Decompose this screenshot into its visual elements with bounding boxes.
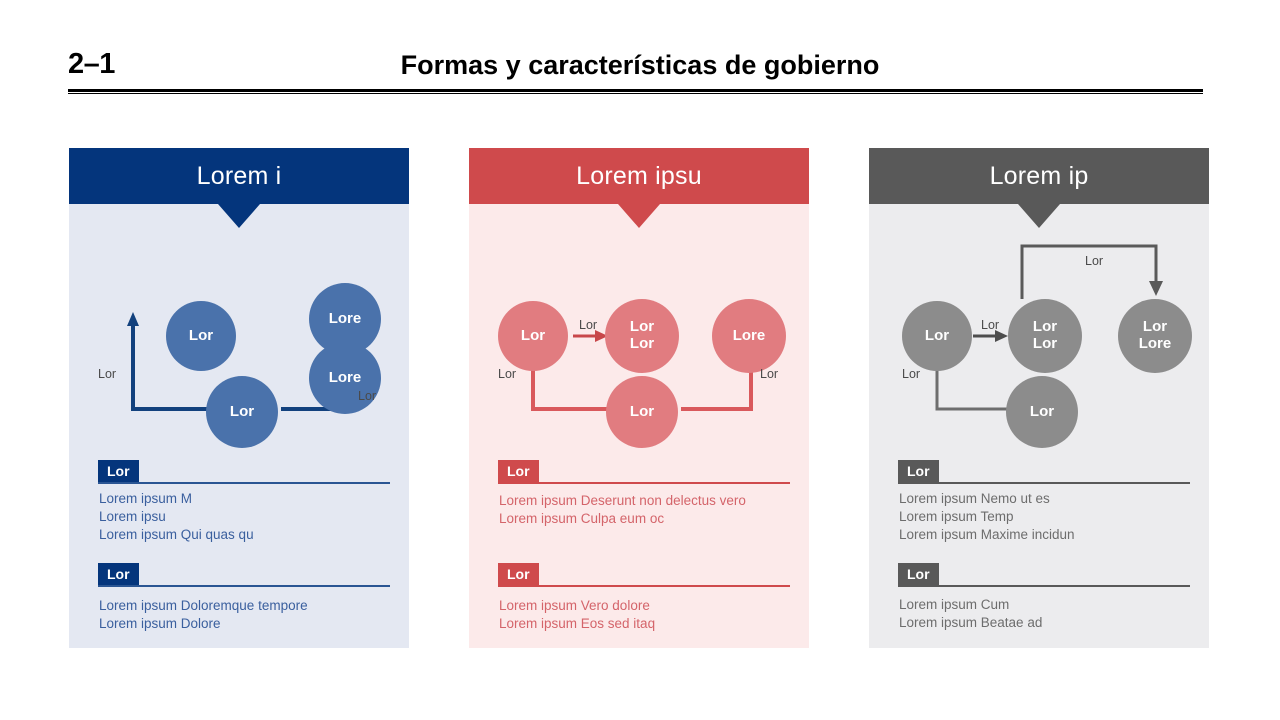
section-line: Lorem ipsum M xyxy=(99,491,193,506)
panel-red-notch-icon xyxy=(618,204,660,228)
edge-label-left: Lor xyxy=(98,367,117,381)
panel-gray-section-1: Lor Lorem ipsum Nemo ut es Lorem ipsum T… xyxy=(869,460,1209,542)
section-rule xyxy=(498,585,790,587)
node-label: Lor xyxy=(924,326,950,344)
section-header-row: Lor xyxy=(469,460,809,484)
node-label: Lor xyxy=(629,335,655,352)
section-header-row: Lor xyxy=(869,563,1209,587)
node-left[interactable]: Lor xyxy=(902,301,972,371)
panel-red[interactable]: Lorem ipsu Lor Lor Lor Lore Lor Lor Lor xyxy=(469,148,809,648)
section-badge: Lor xyxy=(498,563,539,585)
panel-gray-header: Lorem ip xyxy=(869,148,1209,204)
section-line: Lorem ipsum Temp xyxy=(899,508,1014,524)
section-line: Lorem ipsum Culpa eum oc xyxy=(499,510,665,526)
panel-gray-diagram: Lor Lor Lor Lor Lore Lor Lor Lor Lor xyxy=(869,204,1209,448)
section-rule xyxy=(98,585,390,587)
node-label: Lor xyxy=(1029,402,1055,420)
section-header-row: Lor xyxy=(69,563,409,587)
node-label: Lor xyxy=(1032,318,1058,336)
edge-label-top: Lor xyxy=(1085,254,1104,268)
edge-label-left: Lor xyxy=(498,367,517,381)
node-label: Lore xyxy=(328,309,362,327)
node-label: Lor xyxy=(629,402,655,420)
panel-red-section-1: Lor Lorem ipsum Deserunt non delectus ve… xyxy=(469,460,809,526)
node-left[interactable]: Lor xyxy=(166,301,236,371)
section-header-row: Lor xyxy=(469,563,809,587)
section-line: Lorem ipsum Beatae ad xyxy=(899,614,1043,630)
header-divider xyxy=(68,89,1203,92)
panel-red-header: Lorem ipsu xyxy=(469,148,809,204)
node-label: Lor xyxy=(1142,318,1168,336)
section-line: Lorem ipsum Deserunt non delectus vero xyxy=(499,493,746,508)
section-header-row: Lor xyxy=(869,460,1209,484)
edge-label-right: Lor xyxy=(760,367,779,381)
node-middle[interactable]: Lor Lor xyxy=(605,299,679,373)
panel-blue-diagram: Lor Lore Lore Lor Lor Lor xyxy=(69,204,409,448)
edge-label-right: Lor xyxy=(358,389,377,403)
edge-label-center: Lor xyxy=(981,318,1000,332)
section-line: Lorem ipsum Doloremque tempore xyxy=(99,598,308,613)
edge-label-center: Lor xyxy=(579,318,598,332)
section-line: Lorem ipsum Vero dolore xyxy=(499,598,650,613)
node-label: Lor xyxy=(520,326,546,344)
panel-gray-section-2: Lor Lorem ipsum Cum Lorem ipsum Beatae a… xyxy=(869,563,1209,630)
panel-red-section-2: Lor Lorem ipsum Vero dolore Lorem ipsum … xyxy=(469,563,809,631)
section-line: Lorem ipsum Qui quas qu xyxy=(99,526,254,542)
section-badge: Lor xyxy=(898,563,939,585)
section-line: Lorem ipsu xyxy=(99,508,166,524)
node-bottom[interactable]: Lor xyxy=(206,376,278,448)
node-right-lower[interactable]: Lore xyxy=(309,342,381,414)
node-label: Lor xyxy=(188,326,214,344)
node-bottom[interactable]: Lor xyxy=(1006,376,1078,448)
panel-red-diagram: Lor Lor Lor Lore Lor Lor Lor Lor xyxy=(469,204,809,448)
section-lines: Lorem ipsum Deserunt non delectus vero L… xyxy=(499,492,799,528)
panel-gray-notch-icon xyxy=(1018,204,1060,228)
slide-header: 2–1 Formas y características de gobierno xyxy=(0,0,1280,100)
node-label: Lore xyxy=(732,326,766,344)
section-badge: Lor xyxy=(98,563,139,585)
section-line: Lorem ipsum Nemo ut es xyxy=(899,491,1050,506)
node-label: Lor xyxy=(1032,335,1058,352)
section-badge: Lor xyxy=(898,460,939,482)
section-rule xyxy=(898,585,1190,587)
section-line: Lorem ipsum Dolore xyxy=(99,615,221,631)
panel-blue-section-2: Lor Lorem ipsum Doloremque tempore Lorem… xyxy=(69,563,409,631)
section-header-row: Lor xyxy=(69,460,409,484)
page-title: Formas y características de gobierno xyxy=(400,50,880,80)
node-bottom[interactable]: Lor xyxy=(606,376,678,448)
section-rule xyxy=(498,482,790,484)
section-line: Lorem ipsum Maxime incidun xyxy=(899,526,1075,542)
node-right[interactable]: Lor Lore xyxy=(1118,299,1192,373)
section-lines: Lorem ipsum Vero dolore Lorem ipsum Eos … xyxy=(499,597,799,633)
node-label: Lor xyxy=(229,402,255,420)
panel-blue-header: Lorem i xyxy=(69,148,409,204)
section-badge: Lor xyxy=(498,460,539,482)
section-rule xyxy=(98,482,390,484)
slide-number: 2–1 xyxy=(68,48,115,80)
section-line: Lorem ipsum Cum xyxy=(899,597,1010,612)
edge-label-left: Lor xyxy=(902,367,921,381)
panel-blue[interactable]: Lorem i Lor Lore Lore Lor Lor Lor Lor xyxy=(69,148,409,648)
node-label: Lor xyxy=(629,318,655,336)
section-lines: Lorem ipsum Cum Lorem ipsum Beatae ad xyxy=(899,596,1199,632)
section-lines: Lorem ipsum M Lorem ipsu Lorem ipsum Qui… xyxy=(99,490,399,544)
panel-gray[interactable]: Lorem ip Lor Lor Lor Lor Lore Lor Lor xyxy=(869,148,1209,648)
section-lines: Lorem ipsum Nemo ut es Lorem ipsum Temp … xyxy=(899,490,1199,544)
node-middle[interactable]: Lor Lor xyxy=(1008,299,1082,373)
panel-blue-section-1: Lor Lorem ipsum M Lorem ipsu Lorem ipsum… xyxy=(69,460,409,542)
section-badge: Lor xyxy=(98,460,139,482)
section-lines: Lorem ipsum Doloremque tempore Lorem ips… xyxy=(99,597,399,633)
node-left[interactable]: Lor xyxy=(498,301,568,371)
section-rule xyxy=(898,482,1190,484)
node-right[interactable]: Lore xyxy=(712,299,786,373)
section-line: Lorem ipsum Eos sed itaq xyxy=(499,615,656,631)
header-divider-thin xyxy=(68,93,1203,94)
node-label: Lore xyxy=(328,368,362,386)
node-label: Lore xyxy=(1138,335,1172,352)
panel-blue-notch-icon xyxy=(218,204,260,228)
